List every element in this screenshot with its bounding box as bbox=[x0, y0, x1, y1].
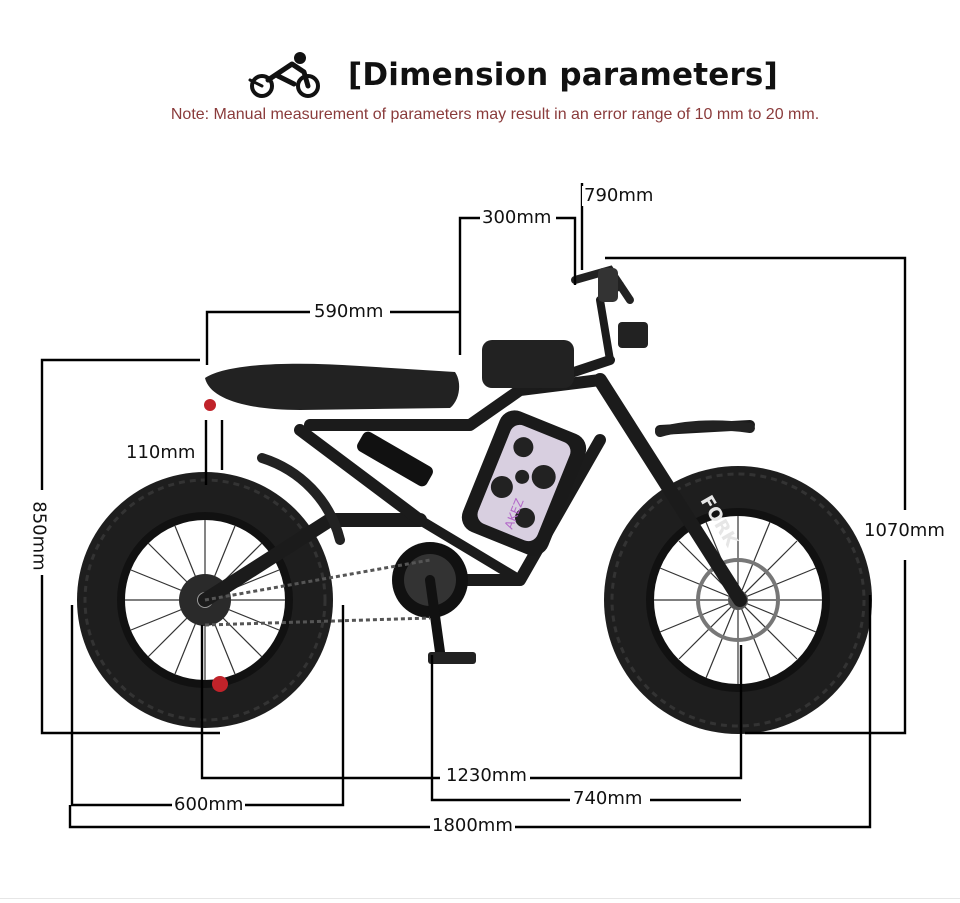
seat bbox=[205, 363, 460, 410]
front-fender bbox=[655, 420, 755, 437]
cyclist-icon bbox=[248, 52, 320, 98]
rear-shock bbox=[357, 431, 433, 487]
crank bbox=[204, 542, 476, 664]
page-title: [Dimension parameters] bbox=[348, 57, 778, 93]
bottom-divider bbox=[0, 898, 960, 899]
dimension-lines bbox=[40, 183, 907, 829]
dim-reach: 300mm bbox=[480, 207, 554, 228]
measurement-note: Note: Manual measurement of parameters m… bbox=[170, 106, 820, 123]
dim-overall-length: 1800mm bbox=[430, 815, 515, 836]
rear-fender bbox=[257, 453, 345, 545]
dim-seat-height: 850mm bbox=[28, 499, 50, 573]
dim-seat-length: 590mm bbox=[312, 301, 386, 322]
dim-crank-to-front: 740mm bbox=[571, 788, 645, 809]
dim-rear-to-crank: 600mm bbox=[172, 794, 246, 815]
dim-wheelbase: 1230mm bbox=[444, 765, 529, 786]
handlebar bbox=[571, 265, 648, 348]
derailleur bbox=[212, 676, 228, 692]
title-row: [Dimension parameters] bbox=[248, 50, 778, 100]
frame-bag bbox=[482, 340, 574, 388]
dim-handlebar-width: 790mm bbox=[582, 185, 656, 206]
header: [Dimension parameters] Note: Manual meas… bbox=[0, 40, 960, 123]
dim-overall-height: 1070mm bbox=[862, 520, 947, 541]
tail-light bbox=[204, 399, 216, 411]
dim-seat-to-tire: 110mm bbox=[124, 442, 198, 463]
battery bbox=[461, 410, 587, 556]
